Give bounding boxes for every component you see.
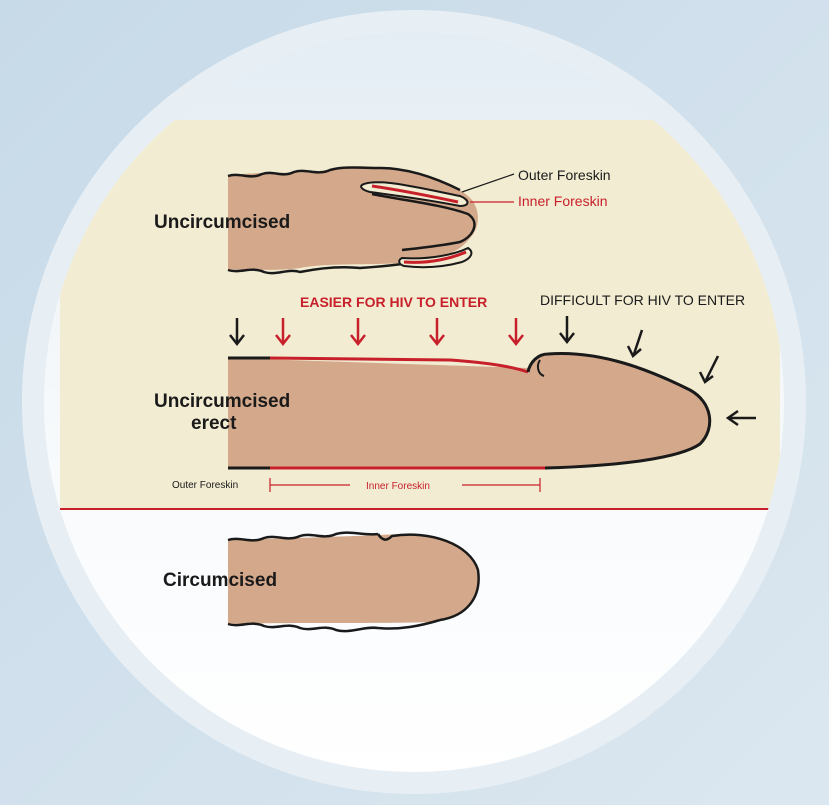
bottom-outer-foreskin-label: Outer Foreskin [172,480,238,491]
uncircumcised-label: Uncircumcised [154,212,290,233]
erect-diagram [228,353,710,468]
inner-foreskin-label: Inner Foreskin [518,193,607,209]
outer-foreskin-label: Outer Foreskin [518,167,611,183]
difficult-label: DIFFICULT FOR HIV TO ENTER [540,292,745,308]
easier-label: EASIER FOR HIV TO ENTER [300,294,487,310]
erect-label-line2: erect [191,413,237,434]
circumcised-label: Circumcised [163,570,277,591]
bottom-inner-foreskin-label: Inner Foreskin [366,481,430,492]
erect-label-line1: Uncircumcised [154,391,290,412]
